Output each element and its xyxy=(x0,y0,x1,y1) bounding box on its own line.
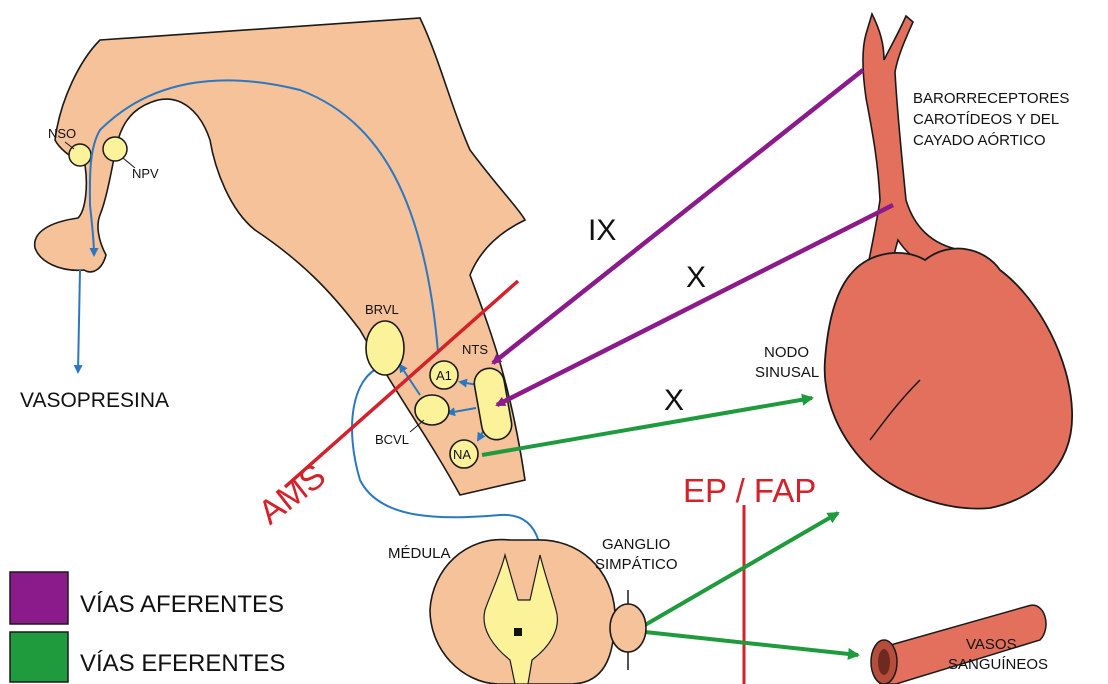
npv-nucleus xyxy=(103,137,127,161)
label-ix: IX xyxy=(588,214,616,247)
label-baro-line1: BARORRECEPTORES xyxy=(913,90,1069,107)
bcvl-nucleus xyxy=(415,395,449,425)
legend-swatch-efferent xyxy=(10,632,68,682)
legend-efferent-label: VÍAS EFERENTES xyxy=(80,650,285,677)
legend-afferent-label: VÍAS AFERENTES xyxy=(80,591,284,618)
heart-shape xyxy=(825,249,1072,509)
legend-swatch-afferent xyxy=(10,572,68,624)
label-baro-line3: CAYADO AÓRTICO xyxy=(913,132,1046,149)
efferent-vessel-arrow xyxy=(645,632,858,655)
efferent-x-arrow xyxy=(482,398,812,455)
label-npv: NPV xyxy=(132,166,159,181)
label-vasopresina: VASOPRESINA xyxy=(20,389,169,412)
label-x-lower: X xyxy=(664,384,684,417)
label-vasos-line1: VASOS xyxy=(966,636,1017,653)
label-a1: A1 xyxy=(436,368,452,383)
label-bcvl: BCVL xyxy=(375,432,409,447)
label-ams: AMS xyxy=(251,457,332,532)
sympathetic-ganglion xyxy=(610,604,646,652)
vasopressin-output-arrow xyxy=(78,270,80,372)
label-brvl: BRVL xyxy=(365,302,399,317)
label-medula: MÉDULA xyxy=(388,545,451,562)
label-na: NA xyxy=(453,447,471,462)
label-nodo-line2: SINUSAL xyxy=(755,364,819,381)
label-nts: NTS xyxy=(462,342,488,357)
label-baro-line2: CAROTÍDEOS Y DEL xyxy=(913,111,1059,128)
label-ganglio-line1: GANGLIO xyxy=(602,536,670,553)
label-ganglio-line2: SIMPÁTICO xyxy=(595,556,678,573)
label-nso: NSO xyxy=(48,126,76,141)
afferent-ix-arrow xyxy=(493,70,863,363)
label-vasos-line2: SANGUÍNEOS xyxy=(948,656,1048,673)
brvl-nucleus xyxy=(366,321,404,375)
label-nodo-line1: NODO xyxy=(764,344,809,361)
label-x-upper: X xyxy=(686,261,706,294)
label-ep-fap: EP / FAP xyxy=(683,472,816,509)
brainstem-shape xyxy=(35,18,525,495)
